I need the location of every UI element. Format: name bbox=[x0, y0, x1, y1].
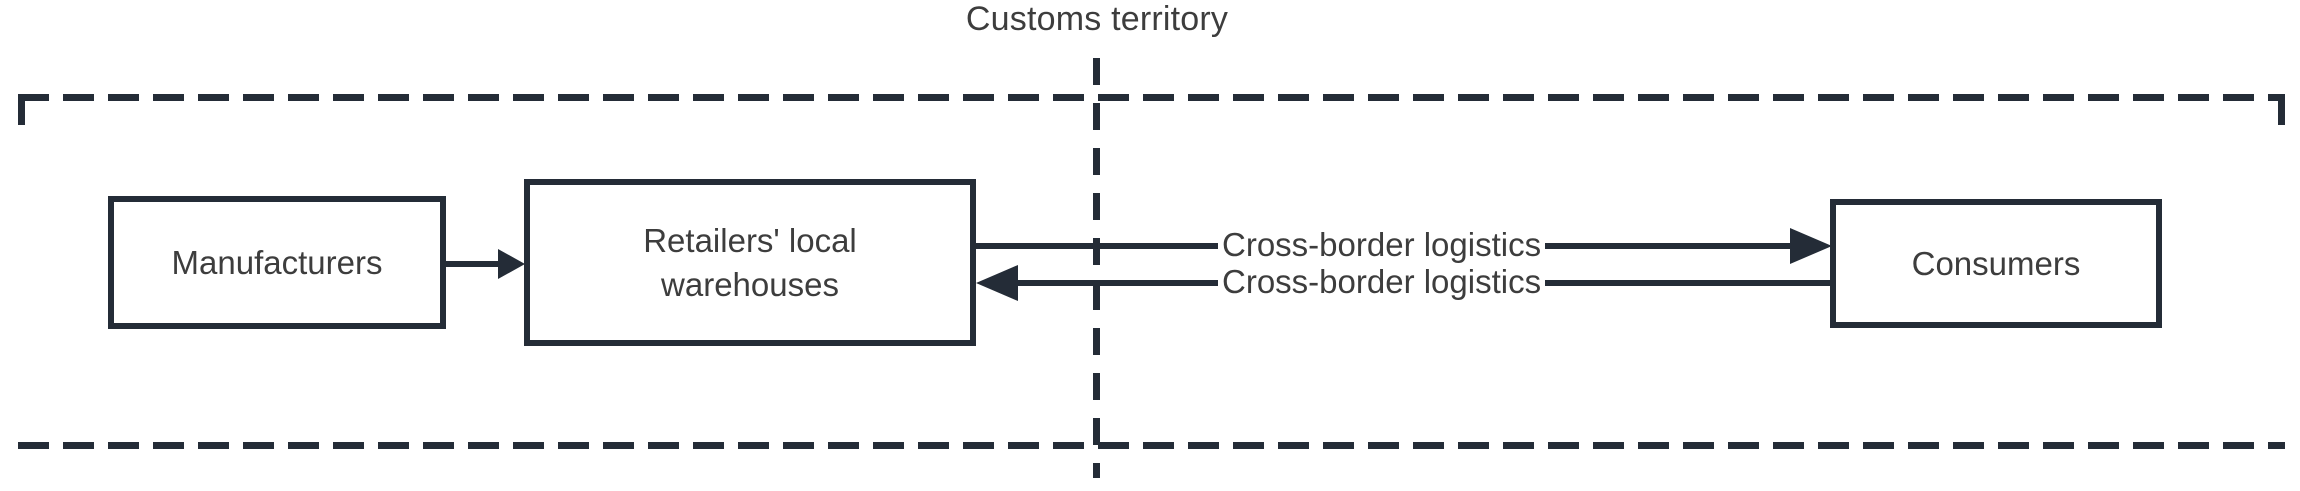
node-manufacturers[interactable]: Manufacturers bbox=[108, 196, 446, 329]
boundary-edge-top bbox=[18, 94, 2285, 101]
arrowhead-right-icon bbox=[1790, 228, 1832, 264]
edge-manufacturers-to-retailers-line bbox=[446, 261, 506, 267]
node-retailers-label: Retailers' local warehouses bbox=[643, 219, 857, 306]
boundary-edge-right bbox=[2278, 94, 2285, 449]
page-title: Customs territory bbox=[965, 0, 1229, 38]
arrowhead-left-icon bbox=[976, 265, 1018, 301]
edge-label-retailers-to-consumers: Cross-border logistics bbox=[1218, 228, 1546, 261]
node-consumers[interactable]: Consumers bbox=[1830, 199, 2162, 328]
arrowhead-right-icon bbox=[498, 249, 525, 279]
node-retailers-label-line1: Retailers' local bbox=[643, 221, 857, 259]
node-manufacturers-label: Manufacturers bbox=[171, 243, 383, 281]
node-retailers-label-line2: warehouses bbox=[661, 265, 839, 303]
node-consumers-label: Consumers bbox=[1911, 244, 2081, 282]
edge-label-consumers-to-retailers: Cross-border logistics bbox=[1218, 265, 1546, 298]
customs-territory-boundary bbox=[18, 94, 2285, 449]
boundary-edge-left bbox=[18, 94, 25, 449]
boundary-edge-bottom bbox=[18, 442, 2285, 449]
customs-border-line bbox=[1093, 58, 1100, 478]
node-retailers[interactable]: Retailers' local warehouses bbox=[524, 179, 976, 346]
